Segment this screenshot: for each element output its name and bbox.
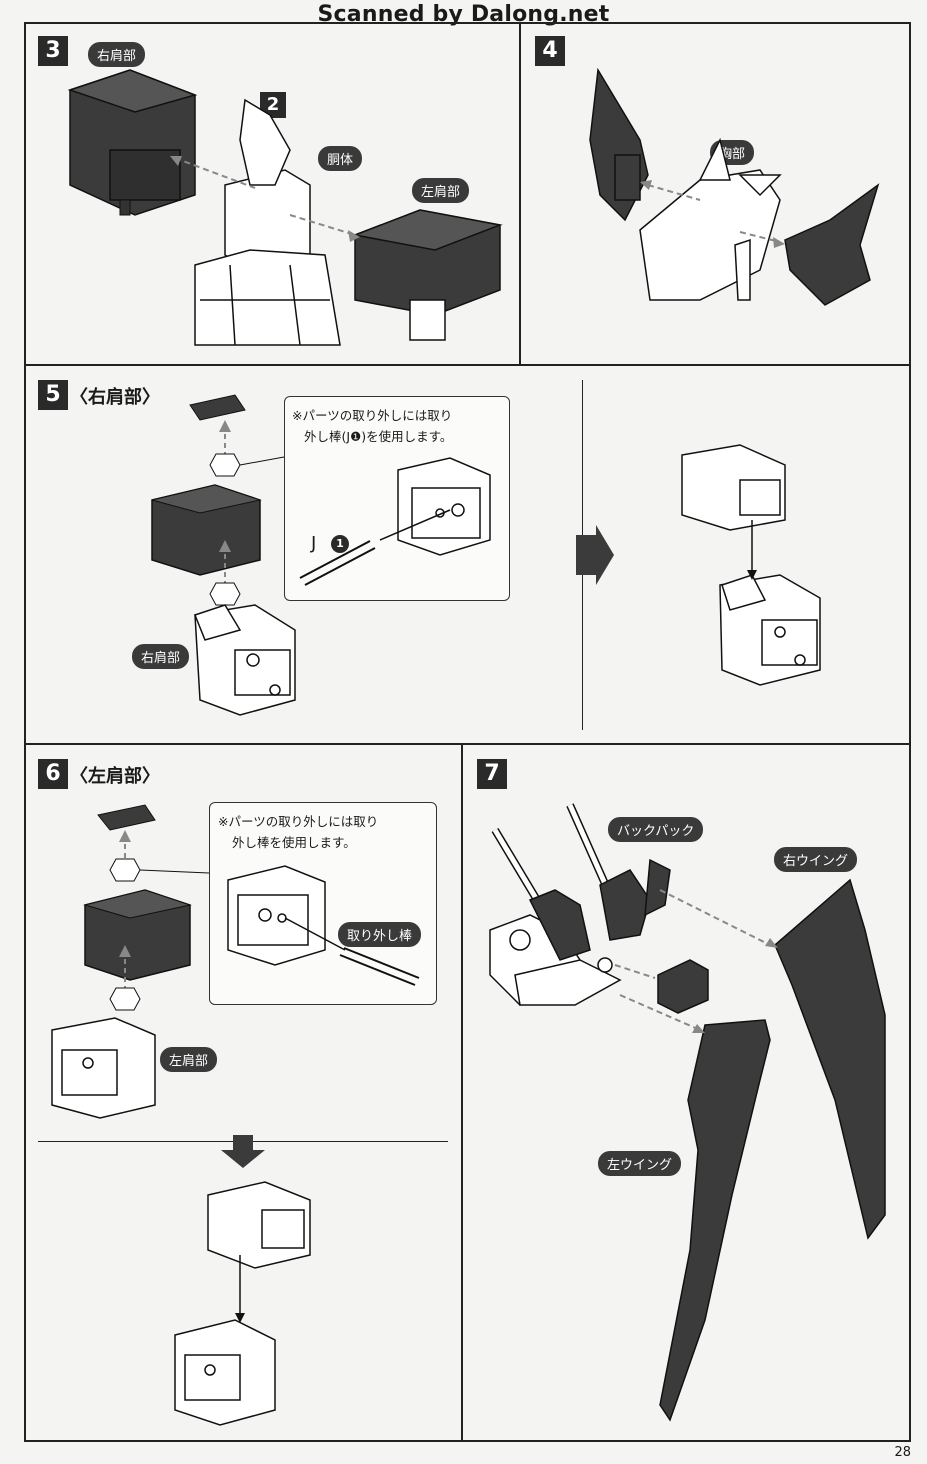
left-wing-part xyxy=(659,1019,771,1422)
divider-col-top xyxy=(519,22,521,365)
label-left-wing: 左ウイング xyxy=(598,1151,682,1176)
label-left-shoulder-6: 左肩部 xyxy=(160,1047,218,1072)
hex-marker-1-6 xyxy=(109,987,141,1011)
left-shoulder-part xyxy=(352,209,503,341)
step-7-number: 7 xyxy=(477,759,507,789)
step-3-number: 3 xyxy=(38,36,68,66)
step-6-title: 〈左肩部〉 xyxy=(70,766,160,787)
label-right-shoulder-5: 右肩部 xyxy=(132,644,190,669)
page-number: 28 xyxy=(894,1445,911,1460)
divider-row1 xyxy=(24,364,911,366)
step-6-number: 6 xyxy=(38,759,68,789)
hex-marker-2-6 xyxy=(109,858,141,882)
chest-left-wing xyxy=(589,67,649,222)
step-5-illustration xyxy=(151,394,821,716)
step-6-note-line2: 外し棒を使用します。 xyxy=(232,835,356,850)
chest-right-wing xyxy=(784,183,880,306)
label-removal-tool: 取り外し棒 xyxy=(338,922,422,947)
page-frame xyxy=(24,22,911,1442)
step-6-next-arrow xyxy=(221,1135,265,1168)
tool-part-number: 1 xyxy=(331,535,349,553)
hex-marker-2 xyxy=(209,453,241,477)
label-right-wing: 右ウイング xyxy=(774,847,858,872)
step-5-note-line2: 外し棒(J❶)を使用します。 xyxy=(304,429,453,444)
tool-part-id: J xyxy=(311,533,317,554)
step-5-note-line1: ※パーツの取り外しには取り xyxy=(292,408,453,423)
step-3-illustration xyxy=(67,69,503,346)
label-torso: 胴体 xyxy=(318,146,363,171)
step-5-number: 5 xyxy=(38,380,68,410)
step-4-number: 4 xyxy=(535,36,565,66)
label-backpack: バックパック xyxy=(608,817,704,842)
divider-row2 xyxy=(24,743,911,745)
backpack-part xyxy=(489,803,671,1006)
label-left-shoulder: 左肩部 xyxy=(412,178,470,203)
backpack-small-part xyxy=(657,959,709,1014)
right-shoulder-part xyxy=(67,69,198,216)
label-right-shoulder: 右肩部 xyxy=(88,42,146,67)
hex-marker-1 xyxy=(209,582,241,606)
step-5-title: 〈右肩部〉 xyxy=(70,387,160,408)
right-wing-part xyxy=(774,878,886,1240)
divider-col-bottom xyxy=(461,743,463,1442)
step-6-note-line1: ※パーツの取り外しには取り xyxy=(218,814,379,829)
step-5-next-arrow xyxy=(576,525,614,585)
step-4-illustration xyxy=(589,67,880,306)
torso-part xyxy=(194,98,341,346)
chest-part xyxy=(639,137,782,301)
